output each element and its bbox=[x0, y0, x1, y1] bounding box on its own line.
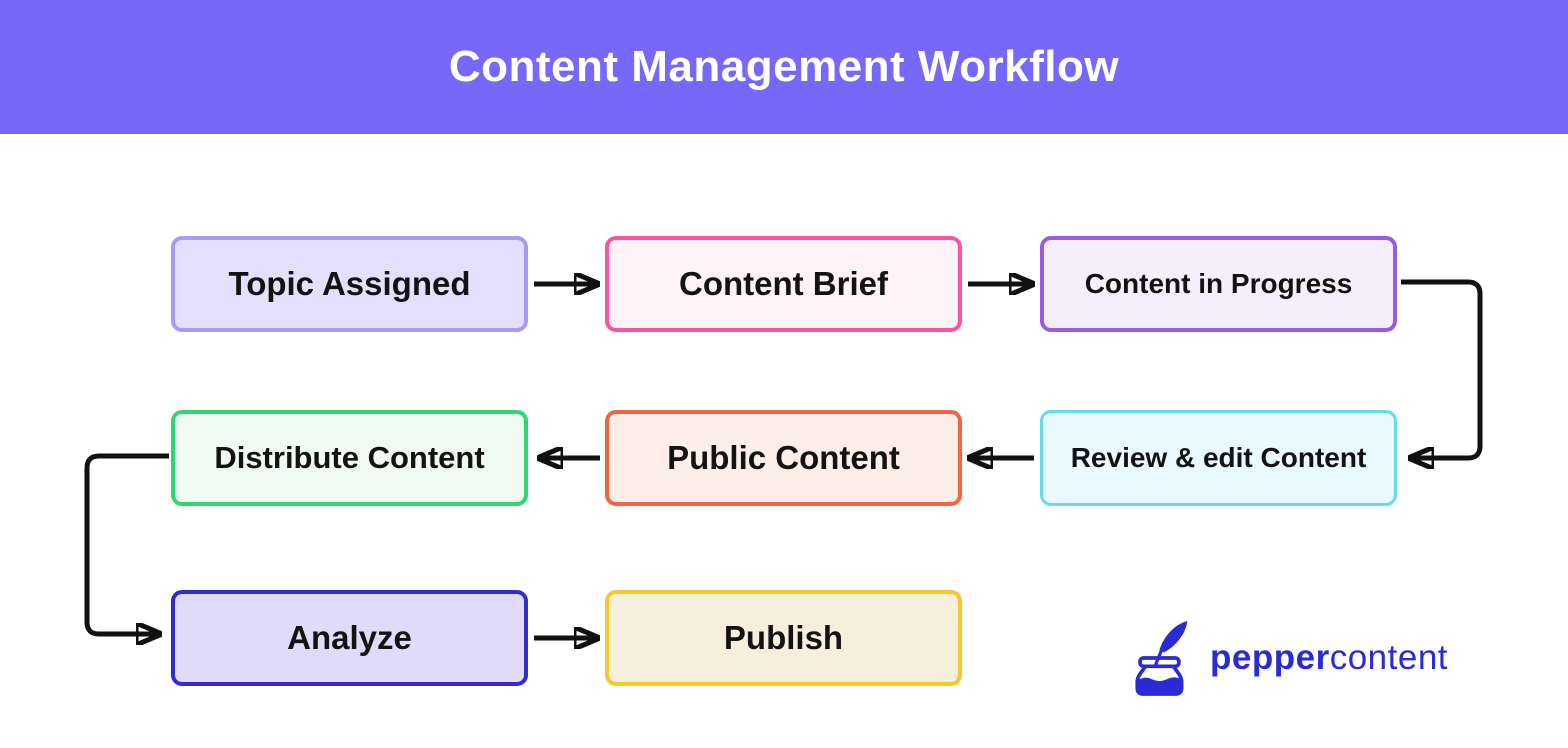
node-analyze: Analyze bbox=[171, 590, 528, 686]
node-public-content: Public Content bbox=[605, 410, 962, 506]
brand-pepper: pepper bbox=[1210, 638, 1330, 677]
node-publish: Publish bbox=[605, 590, 962, 686]
brand-wordmark: peppercontent bbox=[1210, 638, 1448, 678]
node-content-brief: Content Brief bbox=[605, 236, 962, 332]
node-label: Distribute Content bbox=[214, 440, 485, 475]
header-banner: Content Management Workflow bbox=[0, 0, 1568, 134]
ink-pot-quill-icon bbox=[1135, 621, 1188, 696]
node-label: Analyze bbox=[287, 619, 412, 656]
node-label: Publish bbox=[723, 619, 844, 656]
node-review-edit-content: Review & edit Content bbox=[1040, 410, 1397, 506]
brand-content: content bbox=[1329, 638, 1449, 677]
arrow-distribute-to-analyze-elbow bbox=[84, 453, 169, 634]
node-label: Review & edit Content bbox=[1070, 442, 1367, 473]
node-distribute-content: Distribute Content bbox=[171, 410, 528, 506]
node-label: Public Content bbox=[667, 439, 900, 476]
peppercontent-logo: peppercontent bbox=[1128, 612, 1448, 704]
arrow-progress-to-review-elbow bbox=[1401, 279, 1483, 458]
node-label: Content in Progress bbox=[1084, 268, 1353, 299]
node-content-in-progress: Content in Progress bbox=[1040, 236, 1397, 332]
page-title: Content Management Workflow bbox=[448, 42, 1120, 91]
node-label: Topic Assigned bbox=[228, 265, 471, 302]
node-topic-assigned: Topic Assigned bbox=[171, 236, 528, 332]
node-label: Content Brief bbox=[679, 265, 888, 302]
